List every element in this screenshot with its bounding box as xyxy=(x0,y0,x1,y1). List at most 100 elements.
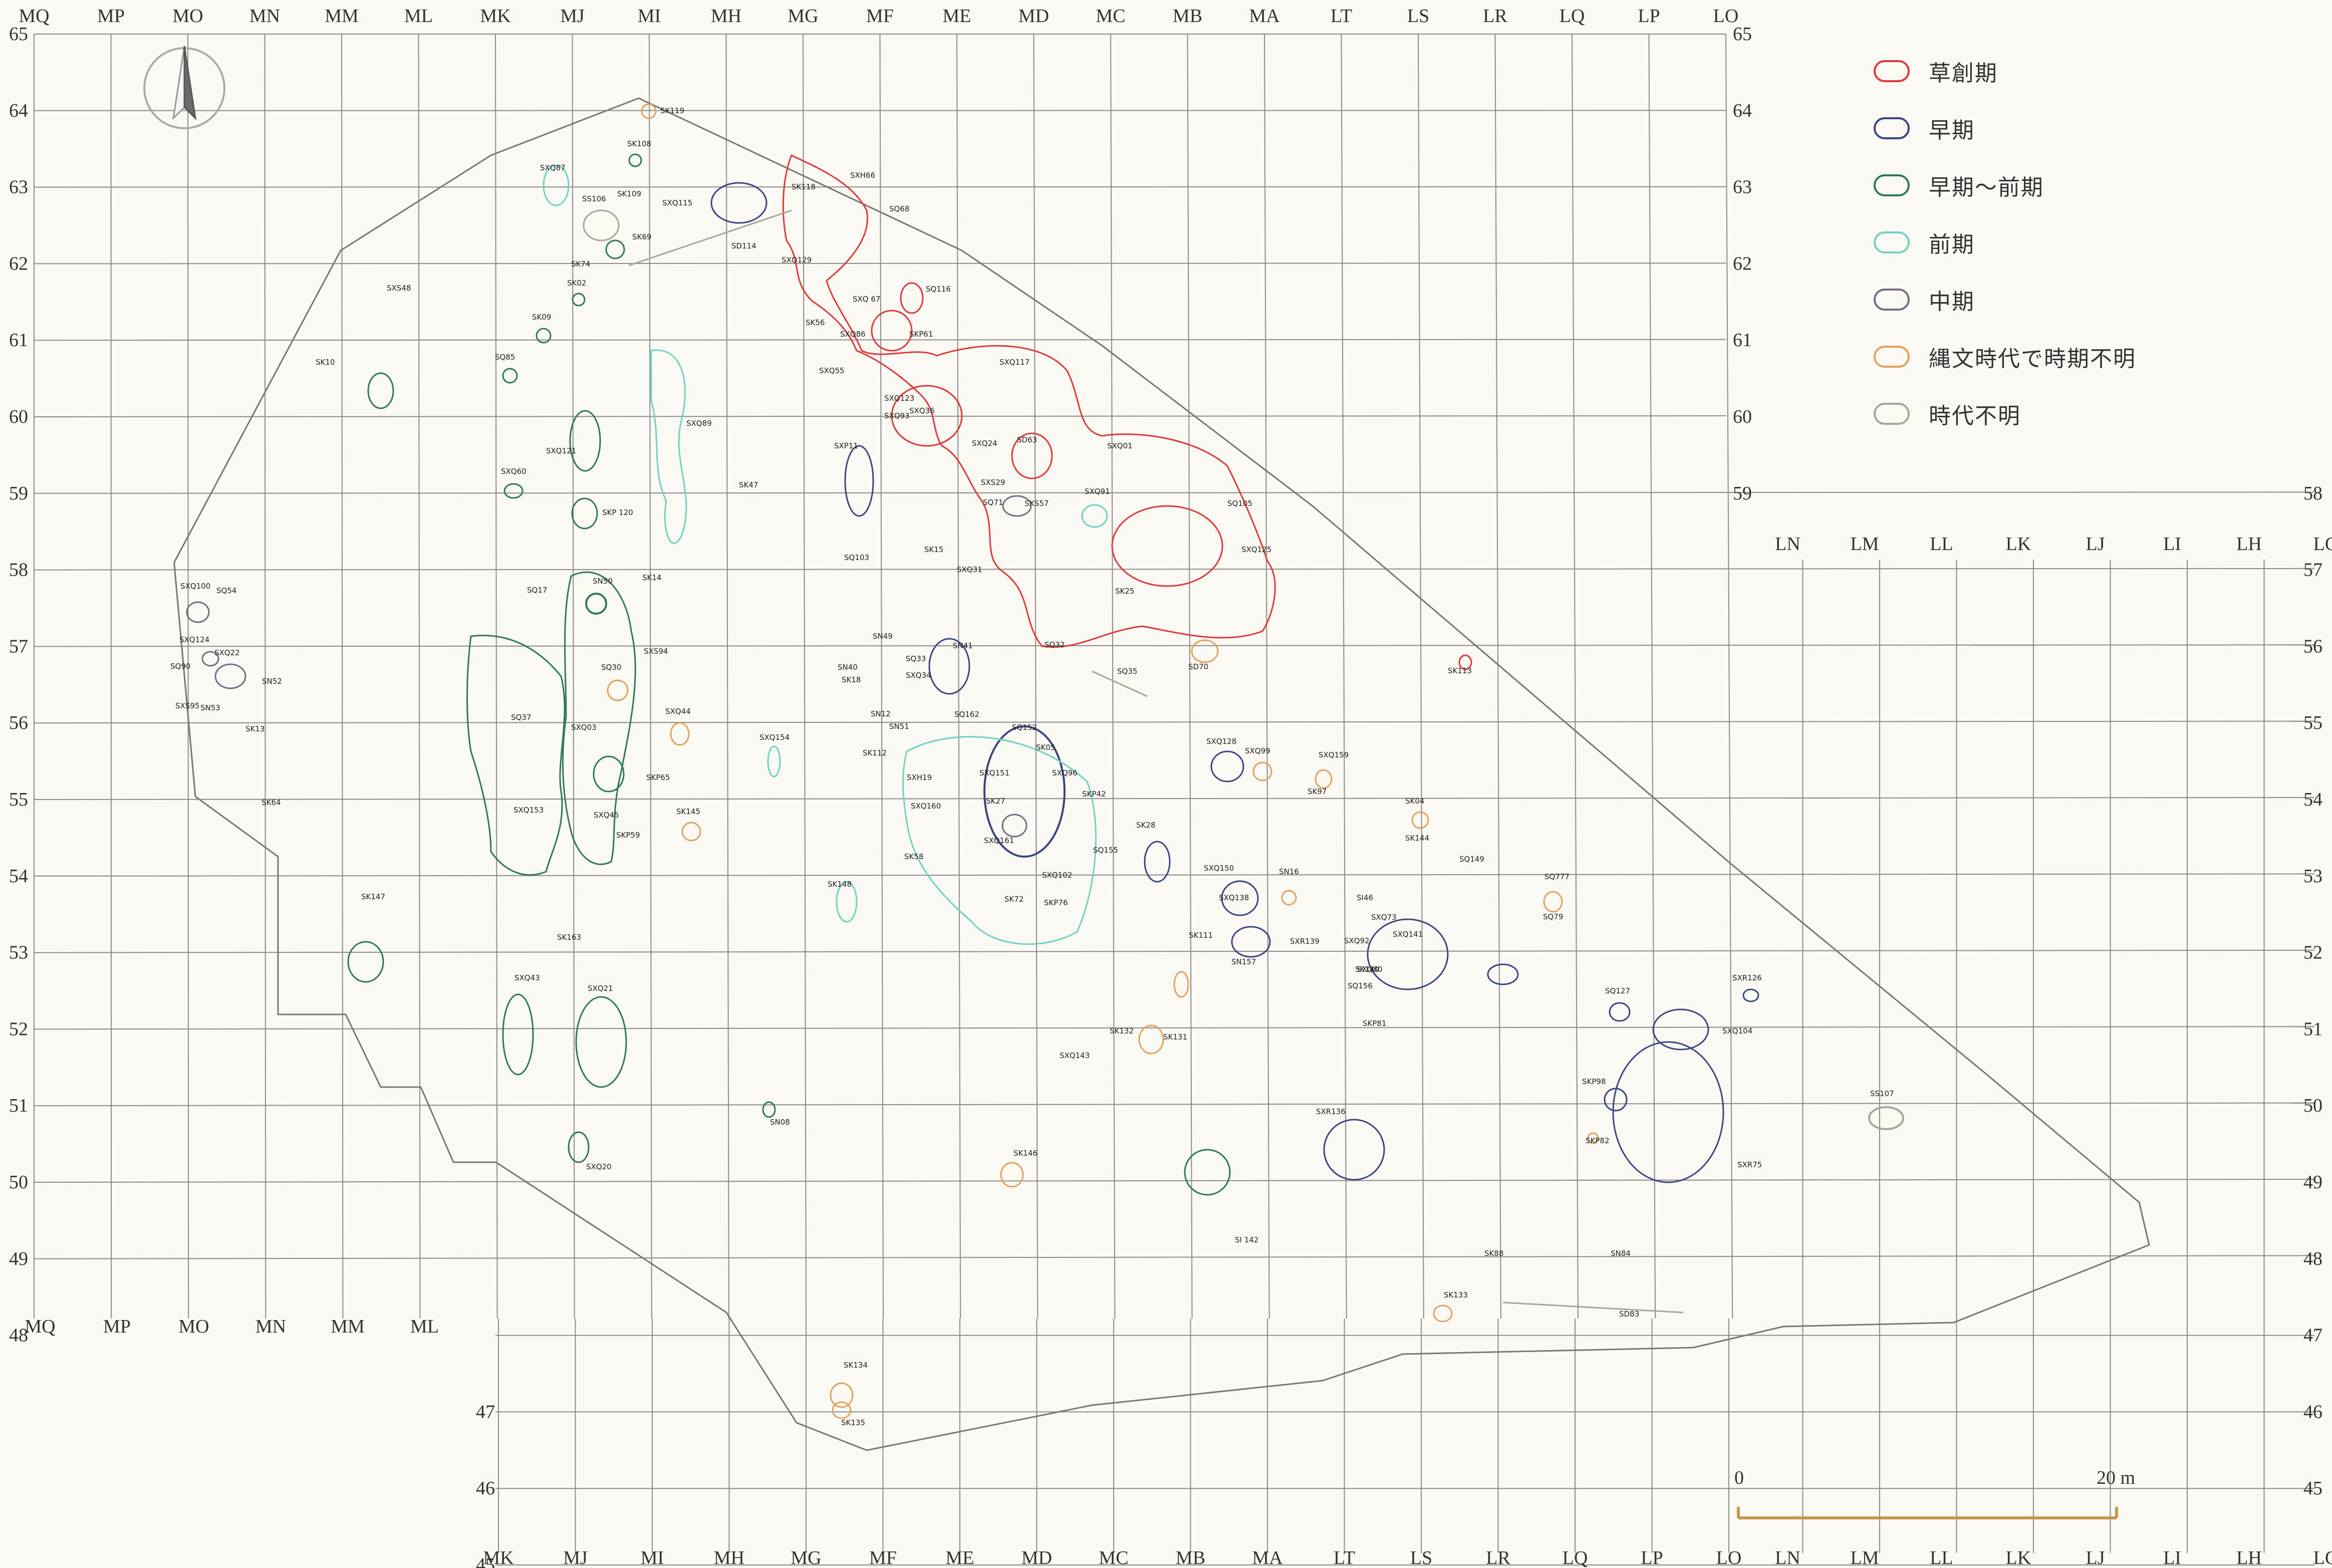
feature-outline-jomon-unknown xyxy=(830,1382,854,1408)
grid-row-label-far-right: 45 xyxy=(2303,1478,2322,1499)
feature-outline-chuki xyxy=(186,601,210,623)
grid-col-label-bottom: MG xyxy=(791,1547,821,1568)
feature-outline-zenki xyxy=(650,349,687,544)
grid-line-col xyxy=(1264,34,1270,1319)
feature-label: SK10 xyxy=(316,358,335,367)
legend-label: 時代不明 xyxy=(1929,403,2021,429)
grid-col-label-right-bottom: LG xyxy=(2313,1547,2332,1568)
feature-outline-jomon-unknown xyxy=(1191,639,1219,663)
legend-item: 前期 xyxy=(1874,227,1975,257)
feature-outline-souki-zenki xyxy=(571,497,598,530)
feature-label: SXQ73 xyxy=(1371,913,1397,922)
feature-outline-souki xyxy=(1231,926,1271,958)
feature-label: SN84 xyxy=(1611,1249,1631,1258)
grid-row-label-far-right: 49 xyxy=(2303,1172,2322,1193)
scale-start-label: 0 xyxy=(1734,1467,1744,1488)
feature-outline-jomon-unknown xyxy=(1138,1024,1164,1055)
feature-label: SK109 xyxy=(617,189,641,198)
feature-label: SK74 xyxy=(571,259,590,269)
feature-outline-souki-zenki xyxy=(562,571,636,865)
feature-outline-zenki xyxy=(767,745,781,777)
feature-outline-souki-zenki xyxy=(503,483,524,499)
grid-line-row xyxy=(34,1179,2315,1183)
feature-outline-souki xyxy=(1210,750,1244,782)
grid-col-label-top: MI xyxy=(638,6,661,27)
grid-col-label-right-bottom: LN xyxy=(1775,1547,1800,1568)
grid-row-label-far-right: 52 xyxy=(2303,942,2322,963)
feature-label: SKP61 xyxy=(909,330,933,339)
feature-label: SXH66 xyxy=(850,171,875,180)
grid-row-label-far-right: 55 xyxy=(2303,712,2322,733)
grid-line-col xyxy=(1110,34,1116,1319)
grid-row-label-left: 55 xyxy=(9,789,28,810)
feature-outline-souki-zenki xyxy=(1184,1149,1231,1196)
grid-col-label-bottom: MH xyxy=(714,1547,744,1568)
feature-label: SS106 xyxy=(582,194,606,203)
feature-outline-jomon-unknown xyxy=(1433,1304,1453,1323)
grid-row-label-left: 60 xyxy=(9,406,28,427)
grid-line-col xyxy=(1418,34,1424,1319)
grid-row-label-left: 48 xyxy=(9,1325,28,1346)
feature-label: SN41 xyxy=(953,641,973,650)
grid-line-col xyxy=(1494,34,1501,1319)
grid-line-col xyxy=(1725,34,1733,1319)
feature-label: SXQ44 xyxy=(665,707,691,716)
legend-swatch-icon xyxy=(1874,346,1910,368)
feature-label: SKP59 xyxy=(616,831,640,840)
grid-col-label-top: MD xyxy=(1018,6,1049,27)
feature-label: SK118 xyxy=(792,182,816,191)
feature-outline-souki xyxy=(1221,880,1259,916)
legend-label: 縄文時代で時期不明 xyxy=(1929,346,2136,372)
grid-row-label-far-right: 48 xyxy=(2303,1248,2322,1269)
grid-col-label-top: LR xyxy=(1483,6,1507,27)
grid-row-label-left: 58 xyxy=(9,560,28,581)
feature-label: SN157 xyxy=(1231,957,1256,966)
grid-row-label-far-right: 46 xyxy=(2303,1401,2322,1422)
grid-line-col xyxy=(418,34,421,1319)
legend-swatch-icon xyxy=(1874,117,1910,139)
feature-label: SXQ151 xyxy=(979,768,1009,777)
grid-row-label-right: 59 xyxy=(1733,483,1752,504)
feature-outline-sousouki xyxy=(782,154,1276,648)
grid-line-row xyxy=(34,1255,2315,1259)
grid-row-label-left: 54 xyxy=(9,866,28,887)
grid-col-label-top: MM xyxy=(325,6,359,27)
feature-label: SKP42 xyxy=(1082,790,1106,799)
grid-line-row xyxy=(34,797,2315,800)
grid-col-label-right-top: LL xyxy=(1930,534,1953,555)
feature-outline-chuki xyxy=(1002,495,1032,517)
grid-col-label-top: ME xyxy=(943,6,971,27)
feature-label: SQ156 xyxy=(1348,981,1373,990)
grid-row-label-left: 49 xyxy=(9,1248,28,1269)
feature-label: SN51 xyxy=(889,722,909,731)
grid-col-label-bottom: MA xyxy=(1252,1547,1283,1568)
grid-row-label-far-right: 56 xyxy=(2303,636,2322,657)
feature-label: SN12 xyxy=(871,709,891,718)
grid-col-label-right-bottom: LL xyxy=(1930,1547,1953,1568)
feature-label: SK05 xyxy=(1036,743,1055,752)
feature-label: SXQ34 xyxy=(906,671,931,680)
feature-outline-souki-zenki xyxy=(575,996,627,1088)
feature-label: SK163 xyxy=(557,933,581,942)
feature-label: SQ155 xyxy=(1093,846,1118,855)
grid-line-col xyxy=(572,34,575,1319)
feature-label: SXQ160 xyxy=(911,802,941,811)
grid-line-row xyxy=(34,720,2315,724)
grid-col-label-top: MC xyxy=(1096,6,1125,27)
feature-label: SK108 xyxy=(627,139,651,148)
feature-outline-sousouki xyxy=(900,282,924,314)
grid-row-label-far-right: 54 xyxy=(2303,789,2322,810)
feature-outline-fumei xyxy=(1868,1106,1904,1130)
feature-label: SXQ161 xyxy=(984,836,1014,845)
grid-row-label-left: 64 xyxy=(9,100,28,121)
grid-col-label-bottom: MK xyxy=(483,1547,514,1568)
grid-col-label-top: MK xyxy=(480,6,511,27)
feature-outline-souki xyxy=(1742,988,1759,1002)
feature-label: SK27 xyxy=(986,797,1005,806)
feature-label: SKP82 xyxy=(1586,1136,1610,1145)
grid-col-label-bottom: LP xyxy=(1641,1547,1663,1568)
feature-label: SXR75 xyxy=(1737,1160,1762,1169)
feature-label: SK88 xyxy=(1484,1249,1503,1258)
feature-label: SXQ150 xyxy=(1204,864,1234,873)
